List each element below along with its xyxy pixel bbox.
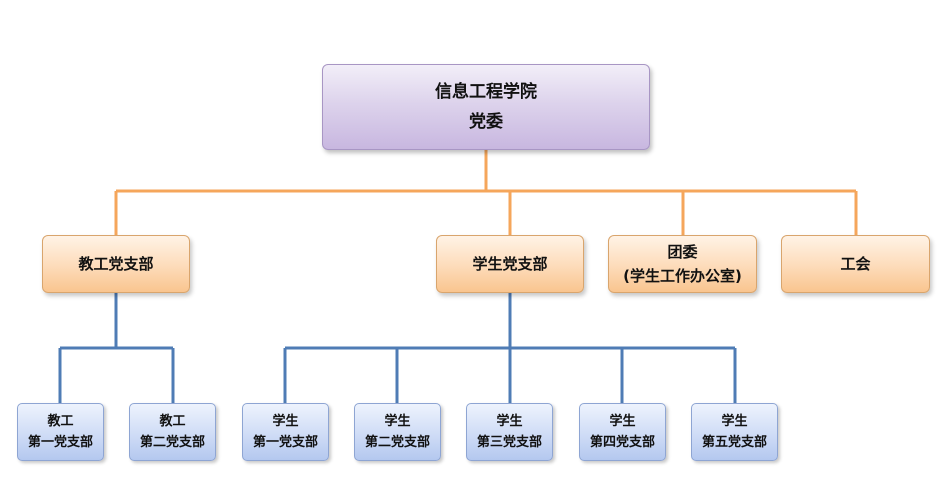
union-label: 工会 <box>840 255 871 273</box>
node-union: 工会 <box>781 235 930 293</box>
blue-connectors <box>58 293 737 403</box>
student-subbranch-5-line2: 第五党支部 <box>701 435 767 450</box>
student-subbranch-3-line2: 第三党支部 <box>476 435 542 450</box>
root-node-party-committee: 信息工程学院 党委 <box>322 64 650 150</box>
faculty-subbranch-1-line2: 第一党支部 <box>27 435 93 450</box>
youth-league-label-line1: 团委 <box>667 243 698 261</box>
node-youth-league: 团委 (学生工作办公室) <box>608 235 757 293</box>
node-student-subbranch-3: 学生 第三党支部 <box>466 403 553 461</box>
student-subbranch-1-line2: 第一党支部 <box>252 435 318 450</box>
node-student-branch: 学生党支部 <box>436 235 584 293</box>
orange-connectors <box>114 150 858 235</box>
node-student-subbranch-5: 学生 第五党支部 <box>691 403 778 461</box>
node-faculty-subbranch-1: 教工 第一党支部 <box>17 403 104 461</box>
node-faculty-subbranch-2: 教工 第二党支部 <box>129 403 216 461</box>
node-student-subbranch-1: 学生 第一党支部 <box>242 403 329 461</box>
student-subbranch-3-line1: 学生 <box>496 414 523 429</box>
faculty-subbranch-2-line2: 第二党支部 <box>139 435 205 450</box>
root-title-line1: 信息工程学院 <box>435 82 537 102</box>
faculty-subbranch-2-line1: 教工 <box>159 414 186 429</box>
student-branch-label: 学生党支部 <box>472 255 548 273</box>
youth-league-label-line2: (学生工作办公室) <box>623 267 742 285</box>
student-subbranch-2-line2: 第二党支部 <box>364 435 430 450</box>
root-title-line2: 党委 <box>469 112 503 132</box>
student-subbranch-4-line1: 学生 <box>609 414 636 429</box>
faculty-subbranch-1-line1: 教工 <box>47 414 74 429</box>
student-subbranch-2-line1: 学生 <box>384 414 411 429</box>
node-student-subbranch-4: 学生 第四党支部 <box>579 403 666 461</box>
node-student-subbranch-2: 学生 第二党支部 <box>354 403 441 461</box>
student-subbranch-1-line1: 学生 <box>272 414 299 429</box>
student-subbranch-5-line1: 学生 <box>721 414 748 429</box>
faculty-branch-label: 教工党支部 <box>78 255 154 273</box>
student-subbranch-4-line2: 第四党支部 <box>589 435 655 450</box>
node-faculty-branch: 教工党支部 <box>42 235 190 293</box>
